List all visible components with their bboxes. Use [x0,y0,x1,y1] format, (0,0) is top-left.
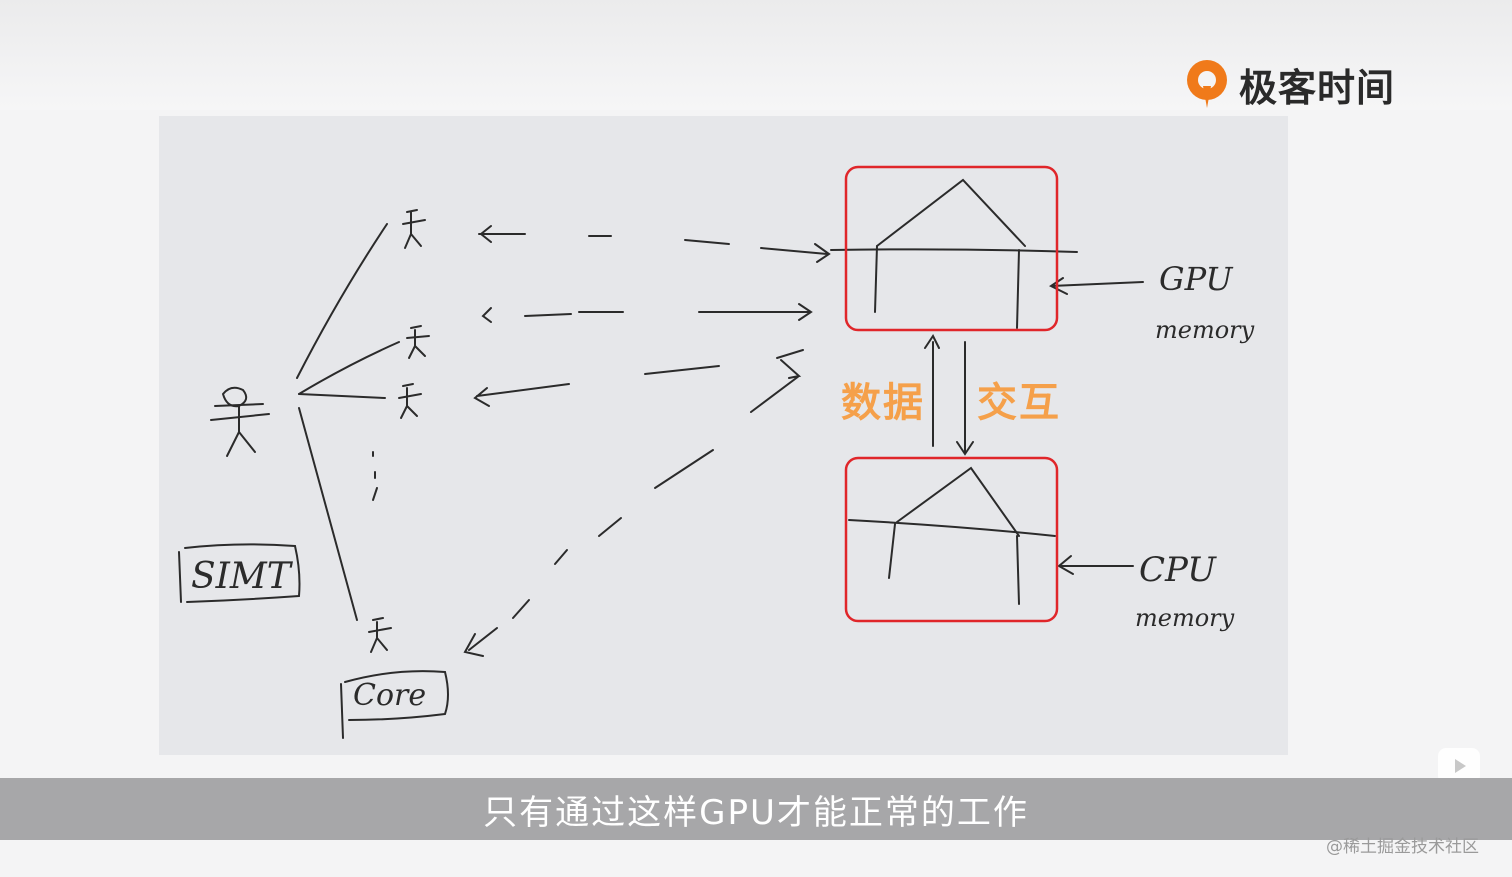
brand-name: 极客时间 [1239,65,1396,110]
whiteboard-drawing [178,165,1144,739]
thread-figure-icon [406,325,430,359]
core-label: Core [353,678,427,713]
cpu-memory-word: memory [1135,604,1235,632]
data-overlay-label: 数据 [841,380,925,426]
brand-logo: 极客时间 [1183,56,1395,112]
top-header-area [0,0,1512,110]
source-watermark: @稀土掘金技术社区 [1326,837,1479,857]
subtitle-bar: 只有通过这样GPU才能正常的工作 [0,778,1512,840]
thread-figure-icon [398,383,422,419]
whiteboard-photo: SIMT Core GPU memory CPU memory 数据 交互 [159,116,1288,755]
gpu-memory-word: memory [1155,316,1255,344]
main-figure-icon [210,386,270,457]
brand-logo-icon [1187,60,1227,108]
thread-figure-icon [402,209,426,249]
cpu-memory-drawing-icon [848,466,1056,605]
thread-figure-icon [368,617,392,653]
cpu-label: CPU [1139,550,1216,590]
gpu-label: GPU [1159,260,1233,298]
cpu-memory-highlight-box [844,456,1059,623]
gpu-memory-highlight-box [844,165,1059,332]
simt-label: SIMT [191,556,291,597]
play-icon [1455,759,1466,773]
subtitle-text: 只有通过这样GPU才能正常的工作 [483,792,1029,833]
exchange-overlay-label: 交互 [977,380,1061,426]
gpu-memory-drawing-icon [830,178,1078,329]
